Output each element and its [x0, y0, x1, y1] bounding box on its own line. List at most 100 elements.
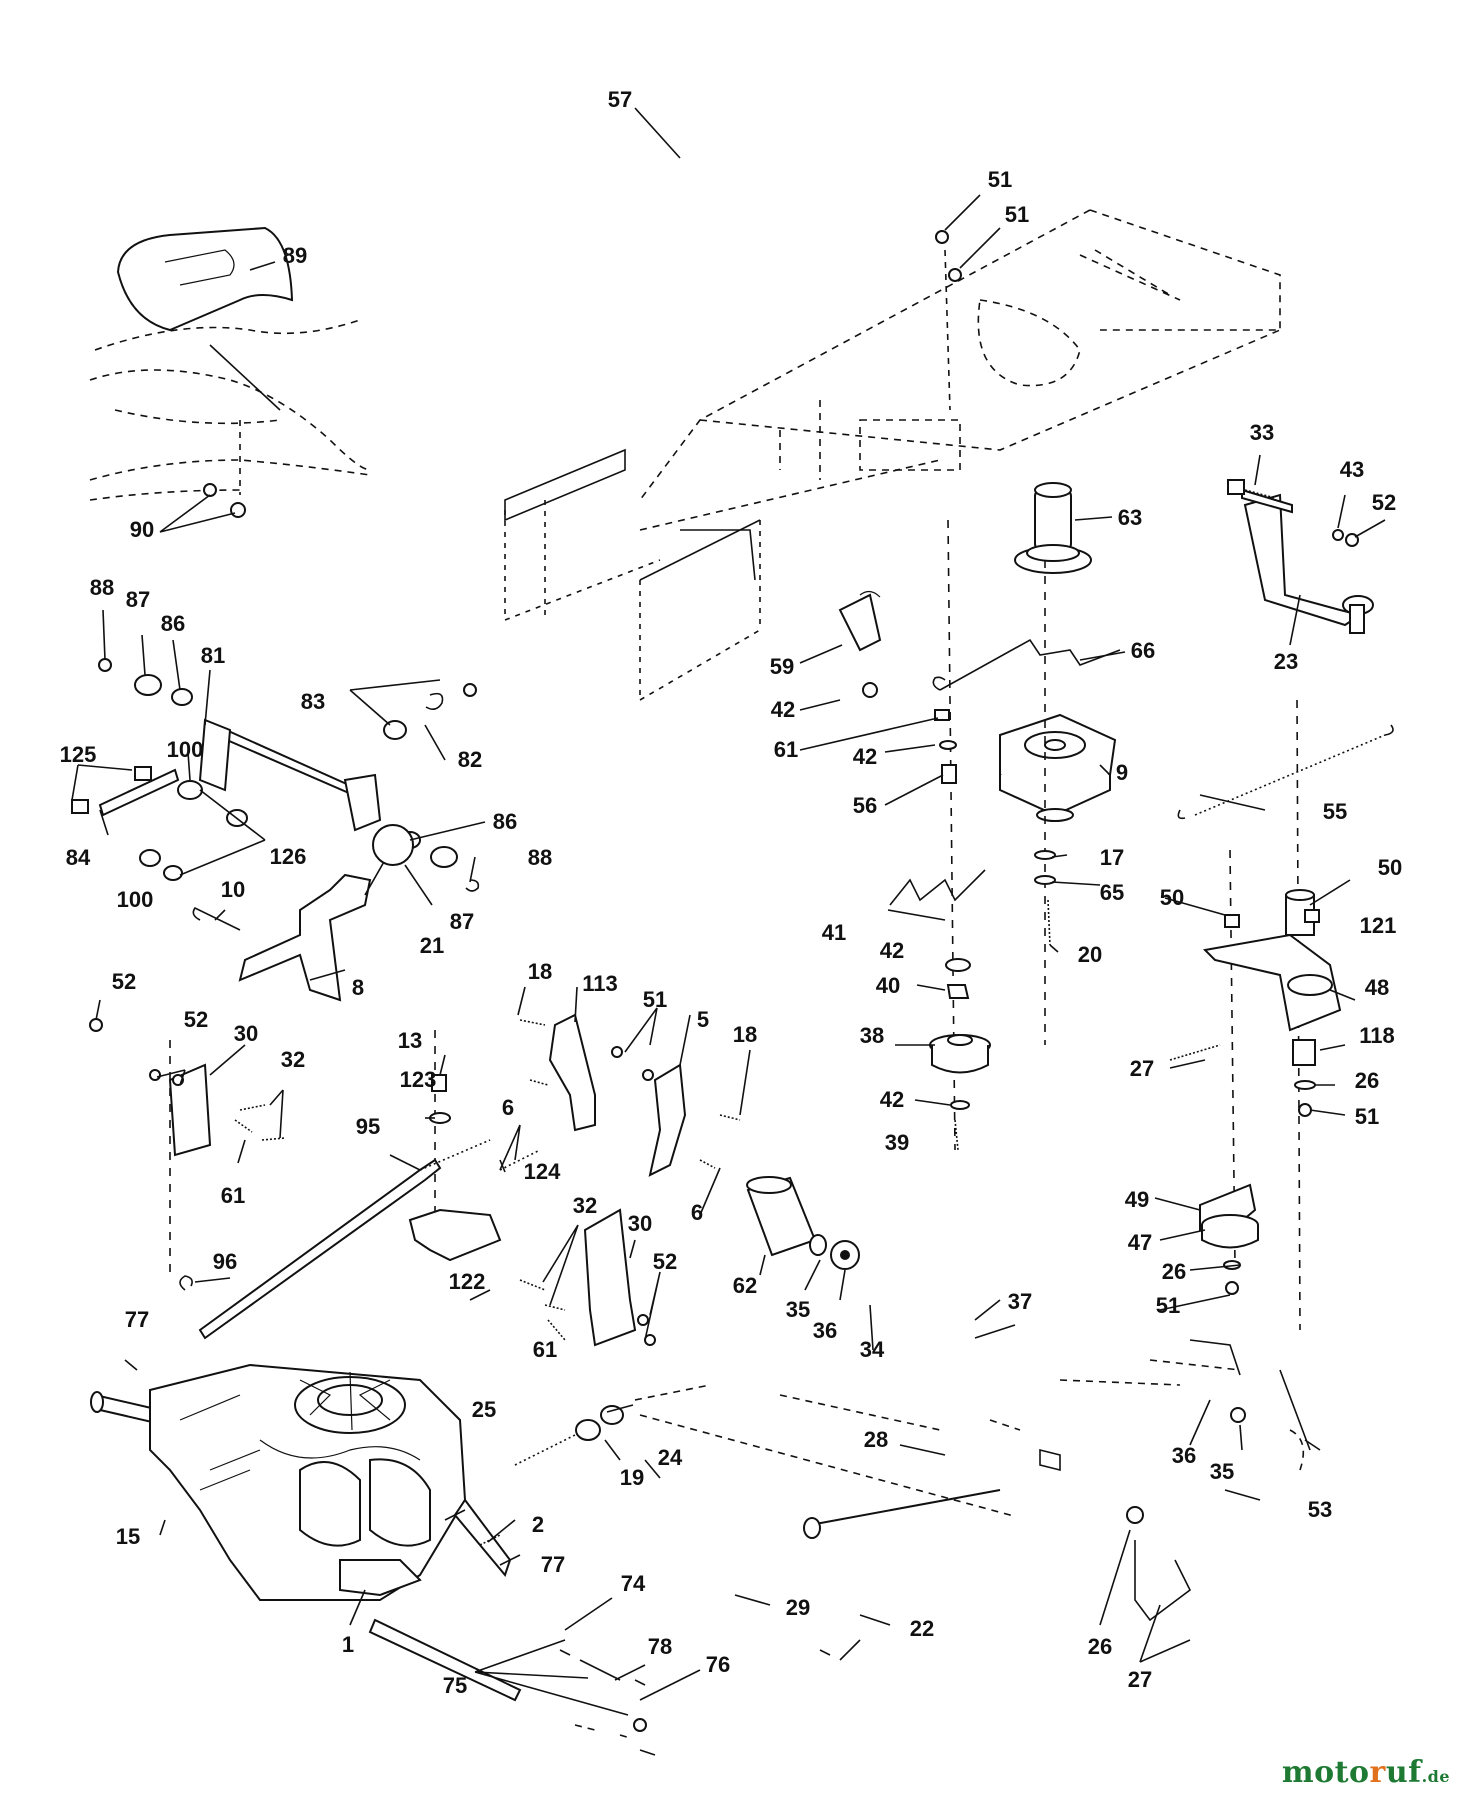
callout-87: 87: [125, 587, 151, 612]
callout-13: 13: [397, 1028, 423, 1053]
callout-52: 52: [1371, 490, 1397, 515]
callout-75: 75: [442, 1673, 468, 1698]
callout-35: 35: [785, 1297, 811, 1322]
lower-frame-outline: [559, 1339, 1321, 1756]
body-outline: [89, 319, 371, 501]
callout-77: 77: [124, 1307, 150, 1332]
callout-26: 26: [1087, 1634, 1113, 1659]
callout-100: 100: [116, 887, 154, 912]
callout-42: 42: [852, 744, 878, 769]
callout-126: 126: [269, 844, 307, 869]
callout-122: 122: [448, 1269, 486, 1294]
callout-5: 5: [696, 1007, 710, 1032]
callout-61: 61: [773, 737, 799, 762]
callout-77: 77: [540, 1552, 566, 1577]
callout-28: 28: [863, 1427, 889, 1452]
callout-113: 113: [582, 971, 618, 996]
callout-29: 29: [785, 1595, 811, 1620]
callout-89: 89: [282, 243, 308, 268]
callout-51: 51: [987, 167, 1013, 192]
brackets-middle: [89, 1013, 741, 1347]
callout-66: 66: [1130, 638, 1156, 663]
callout-95: 95: [355, 1114, 381, 1139]
callout-57: 57: [607, 87, 633, 112]
center-stack: [862, 682, 1056, 1151]
callout-96: 96: [212, 1249, 238, 1274]
callout-18: 18: [732, 1022, 758, 1047]
callout-6: 6: [690, 1200, 704, 1225]
fender-plate: [116, 226, 294, 332]
callout-8: 8: [351, 975, 365, 1000]
callout-61: 61: [532, 1337, 558, 1362]
callout-50: 50: [1159, 885, 1185, 910]
watermark-brand-rest: uf: [1385, 1755, 1422, 1790]
callout-59: 59: [769, 654, 795, 679]
watermark-brand-accent: r: [1369, 1755, 1386, 1790]
callout-118: 118: [1359, 1023, 1395, 1048]
callout-25: 25: [471, 1397, 497, 1422]
callout-50: 50: [1377, 855, 1403, 880]
callout-65: 65: [1099, 880, 1125, 905]
watermark-tld: .de: [1421, 1767, 1450, 1786]
callout-26: 26: [1161, 1259, 1187, 1284]
callout-32: 32: [280, 1047, 306, 1072]
callout-42: 42: [879, 1087, 905, 1112]
callout-74: 74: [620, 1571, 646, 1596]
callout-121: 121: [1359, 913, 1397, 938]
callout-17: 17: [1099, 845, 1125, 870]
callout-2: 2: [531, 1512, 545, 1537]
callout-88: 88: [527, 845, 553, 870]
callout-18: 18: [527, 959, 553, 984]
callout-30: 30: [627, 1211, 653, 1236]
callout-62: 62: [732, 1273, 758, 1298]
callout-81: 81: [200, 643, 226, 668]
callout-51: 51: [642, 987, 668, 1012]
callout-61: 61: [220, 1183, 246, 1208]
callout-27: 27: [1129, 1056, 1155, 1081]
callout-86: 86: [492, 809, 518, 834]
callout-39: 39: [884, 1130, 910, 1155]
callout-48: 48: [1364, 975, 1390, 1000]
callout-87: 87: [449, 909, 475, 934]
callout-84: 84: [65, 845, 91, 870]
callout-52: 52: [111, 969, 137, 994]
callout-30: 30: [233, 1021, 259, 1046]
callout-26: 26: [1354, 1068, 1380, 1093]
transaxle: [90, 1363, 522, 1702]
callout-52: 52: [183, 1007, 209, 1032]
pivot-spacer: [746, 1176, 860, 1270]
callout-82: 82: [457, 747, 483, 772]
callout-21: 21: [419, 933, 445, 958]
callout-86: 86: [160, 611, 186, 636]
callout-15: 15: [115, 1524, 141, 1549]
callout-47: 47: [1127, 1230, 1153, 1255]
clutch-bracket: [838, 593, 882, 652]
callout-37: 37: [1007, 1289, 1033, 1314]
callout-20: 20: [1077, 942, 1103, 967]
idler-arm-assembly: [1169, 889, 1342, 1295]
callout-9: 9: [1115, 760, 1129, 785]
callout-36: 36: [812, 1318, 838, 1343]
callout-6: 6: [501, 1095, 515, 1120]
callout-24: 24: [657, 1445, 683, 1470]
callout-100: 100: [166, 737, 204, 762]
clutch-rod: [939, 638, 1121, 691]
clutch-spindle: [1014, 482, 1092, 574]
callout-63: 63: [1117, 505, 1143, 530]
callout-123: 123: [399, 1067, 437, 1092]
callout-36: 36: [1171, 1443, 1197, 1468]
callout-33: 33: [1249, 420, 1275, 445]
callout-52: 52: [652, 1249, 678, 1274]
callout-51: 51: [1004, 202, 1030, 227]
callout-22: 22: [909, 1616, 935, 1641]
tractor-frame: [504, 209, 1281, 701]
callout-51: 51: [1155, 1293, 1181, 1318]
callout-38: 38: [859, 1023, 885, 1048]
callout-88: 88: [89, 575, 115, 600]
callout-42: 42: [770, 697, 796, 722]
leader-lines: [71, 107, 1386, 1716]
callout-42: 42: [879, 938, 905, 963]
callout-49: 49: [1124, 1187, 1150, 1212]
callout-41: 41: [821, 920, 847, 945]
